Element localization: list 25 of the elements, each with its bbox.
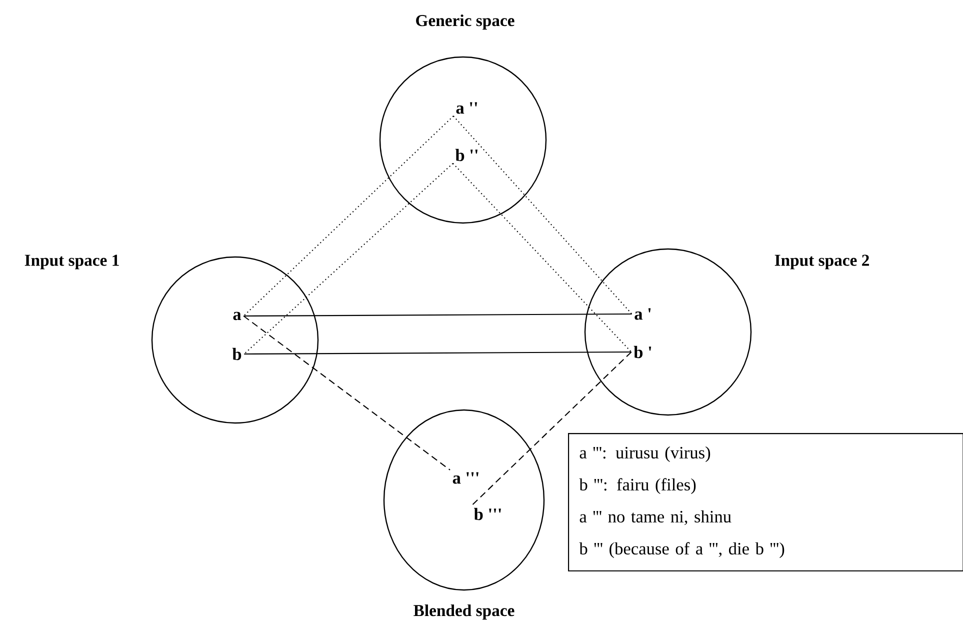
element-label: a '' — [456, 102, 478, 114]
element-label: a ' — [634, 308, 651, 320]
connector-line — [243, 316, 450, 470]
space-heading: Input space 1 — [24, 254, 119, 270]
connector-line — [244, 313, 632, 317]
element-label: b — [232, 348, 242, 360]
connector-line — [244, 351, 632, 355]
element-label: b '' — [455, 148, 478, 162]
element-label: b ' — [634, 346, 652, 358]
legend-line: b ''' (because of a ''', die b ''') — [579, 542, 784, 558]
connector-line — [453, 116, 632, 314]
space-heading: Input space 2 — [774, 254, 869, 270]
legend-line: b ''': fairu (files) — [579, 478, 696, 494]
connector-line — [471, 352, 632, 506]
element-label: b ''' — [474, 508, 501, 520]
note-box — [568, 433, 963, 572]
connector-line — [243, 116, 454, 316]
legend-line: a ''' no tame ni, shinu — [580, 510, 732, 526]
element-label: a — [233, 312, 242, 320]
space-heading: Generic space — [416, 14, 514, 30]
connector-line — [452, 163, 632, 352]
legend-line: a ''': uirusu (virus) — [580, 446, 710, 462]
element-label: a ''' — [452, 472, 478, 484]
connector-line — [244, 162, 454, 354]
space-heading: Blended space — [414, 604, 514, 620]
